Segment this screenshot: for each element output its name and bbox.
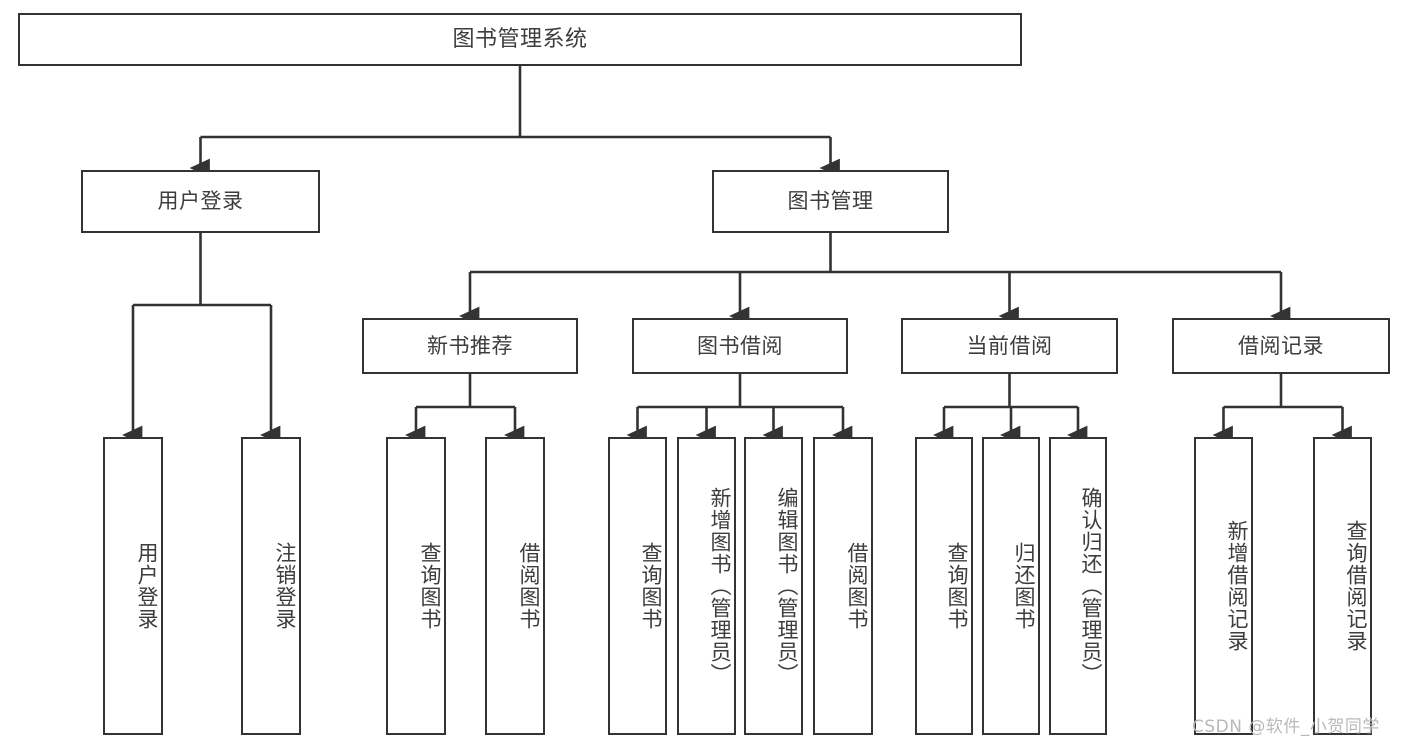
node-n2[interactable]: 注销登录 [241,437,301,735]
node-l3d[interactable]: 借阅记录 [1172,318,1390,374]
node-label: 确认归还（管理员） [1079,487,1103,685]
node-label: 当前借阅 [966,333,1053,358]
node-root[interactable]: 图书管理系统 [18,13,1022,66]
node-label: 查询图书 [639,542,663,630]
node-label: 查询图书 [418,542,442,630]
edge-bus-l2a [133,233,271,307]
node-n9[interactable]: 查询图书 [915,437,973,735]
edge-bus-l3d [1223,374,1343,409]
edge-bus-l3a [416,374,515,409]
node-l3a[interactable]: 新书推荐 [362,318,578,374]
node-label: 查询图书 [945,542,969,630]
node-l3b[interactable]: 图书借阅 [632,318,848,374]
node-n12[interactable]: 新增借阅记录 [1194,437,1253,735]
node-label: 图书管理系统 [452,26,588,52]
node-l3c[interactable]: 当前借阅 [901,318,1118,374]
edge-bus-l2b [470,233,1281,274]
node-label: 借阅图书 [517,542,541,630]
node-n3[interactable]: 查询图书 [386,437,446,735]
node-label: 新增图书（管理员） [708,487,732,685]
node-label: 用户登录 [157,189,244,214]
node-n4[interactable]: 借阅图书 [485,437,545,735]
node-n11[interactable]: 确认归还（管理员） [1049,437,1107,735]
node-n7[interactable]: 编辑图书（管理员） [744,437,803,735]
node-label: 图书管理 [787,189,874,214]
node-n13[interactable]: 查询借阅记录 [1313,437,1372,735]
node-l2b[interactable]: 图书管理 [712,170,949,233]
node-n8[interactable]: 借阅图书 [813,437,873,735]
node-label: 新书推荐 [427,333,513,358]
node-label: 新增借阅记录 [1225,520,1249,652]
node-n1[interactable]: 用户登录 [103,437,163,735]
edge-bus-root [200,66,831,139]
node-n5[interactable]: 查询图书 [608,437,667,735]
csdn-watermark: CSDN @软件_小贺同学 [1192,717,1380,737]
node-label: 图书借阅 [697,333,783,358]
edge-bus-l3b [637,374,843,409]
edge-bus-l3c [944,374,1078,409]
node-n6[interactable]: 新增图书（管理员） [677,437,736,735]
node-label: 注销登录 [273,542,297,630]
node-label: 归还图书 [1012,542,1036,630]
node-label: 借阅图书 [845,542,869,630]
node-label: 用户登录 [135,542,159,630]
node-label: 编辑图书（管理员） [775,487,799,685]
node-label: 借阅记录 [1238,333,1324,358]
node-l2a[interactable]: 用户登录 [81,170,320,233]
node-n10[interactable]: 归还图书 [982,437,1040,735]
node-label: 查询借阅记录 [1344,520,1368,652]
